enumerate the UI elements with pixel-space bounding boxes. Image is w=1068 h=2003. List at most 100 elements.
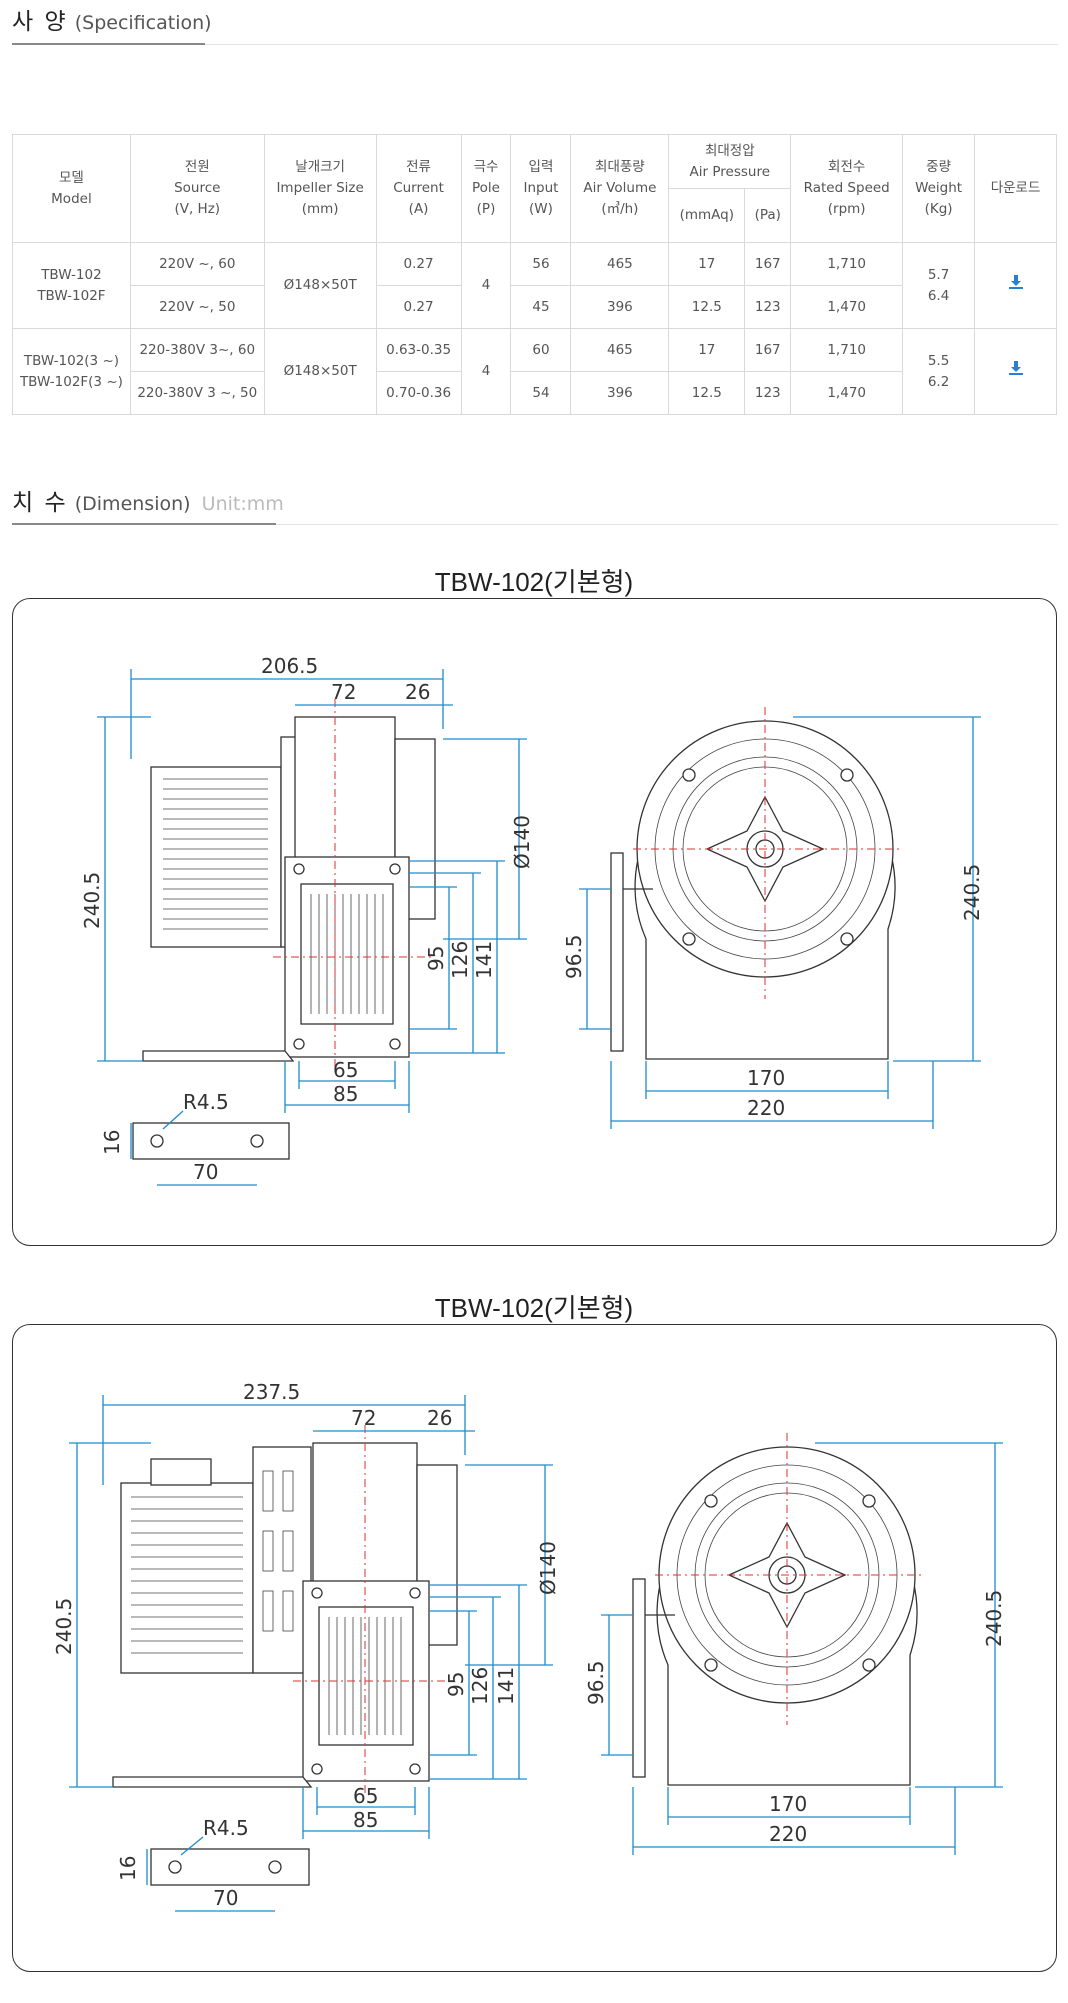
air-volume-cell: 465 bbox=[570, 242, 670, 286]
dim-outlet-offset: 26 bbox=[427, 1406, 452, 1430]
input-cell: 45 bbox=[510, 285, 572, 329]
dim-85: 85 bbox=[333, 1082, 358, 1106]
dim-slot-height: 16 bbox=[116, 1856, 140, 1881]
pa-cell: 167 bbox=[744, 242, 792, 286]
air-volume-cell: 396 bbox=[570, 371, 670, 415]
impeller-cell: Ø148×50T bbox=[263, 328, 377, 415]
dim-outlet-offset: 26 bbox=[405, 680, 430, 704]
mmaq-cell: 17 bbox=[668, 242, 746, 286]
front-view: 237.5 72 26 240.5 Ø140 95 126 141 65 85 … bbox=[52, 1380, 560, 1912]
dim-side-base: 170 bbox=[747, 1066, 785, 1090]
dim-141: 141 bbox=[494, 1667, 518, 1705]
dim-slot-pitch: 70 bbox=[213, 1886, 238, 1910]
dim-slot-height: 16 bbox=[100, 1130, 124, 1155]
current-cell: 0.27 bbox=[375, 242, 462, 286]
dim-height: 240.5 bbox=[80, 872, 104, 929]
drawing-title: TBW-102(기본형) bbox=[434, 567, 634, 597]
rpm-cell: 1,470 bbox=[790, 285, 904, 329]
header-download: 다운로드 bbox=[974, 134, 1057, 243]
dim-95: 95 bbox=[444, 1672, 468, 1697]
input-cell: 60 bbox=[510, 328, 572, 372]
source-cell: 220-380V 3 ~, 50 bbox=[129, 371, 265, 415]
spec-section-divider bbox=[12, 43, 1058, 45]
dim-height: 240.5 bbox=[52, 1598, 76, 1655]
dim-overall-length: 206.5 bbox=[261, 654, 318, 678]
dim-side-offset: 96.5 bbox=[562, 934, 586, 979]
header-pressure-pa: (Pa) bbox=[744, 188, 792, 243]
dimension-section-divider bbox=[12, 523, 1058, 525]
current-cell: 0.70-0.36 bbox=[375, 371, 462, 415]
dim-side-total: 220 bbox=[769, 1822, 807, 1846]
pa-cell: 123 bbox=[744, 285, 792, 329]
drawing-title: TBW-102(기본형) bbox=[434, 1293, 634, 1323]
model-cell: TBW-102(3 ~)TBW-102F(3 ~) bbox=[12, 328, 131, 415]
dim-diameter: Ø140 bbox=[536, 1541, 560, 1595]
input-cell: 54 bbox=[510, 371, 572, 415]
current-cell: 0.27 bbox=[375, 285, 462, 329]
current-cell: 0.63-0.35 bbox=[375, 328, 462, 372]
table-row: 220-380V 3 ~, 50 0.70-0.36 54 396 12.5 1… bbox=[13, 371, 1057, 415]
dim-65: 65 bbox=[353, 1784, 378, 1808]
air-volume-cell: 465 bbox=[570, 328, 670, 372]
dim-housing-width: 72 bbox=[351, 1406, 376, 1430]
spec-title-ko: 사 양 bbox=[12, 9, 68, 35]
dim-65: 65 bbox=[333, 1058, 358, 1082]
spec-title-en: (Specification) bbox=[74, 12, 212, 34]
header-pressure-mmaq: (mmAq) bbox=[668, 188, 746, 243]
rpm-cell: 1,710 bbox=[790, 328, 904, 372]
dim-slot-pitch: 70 bbox=[193, 1160, 218, 1184]
pa-cell: 123 bbox=[744, 371, 792, 415]
dimension-drawing-front-side: 237.5 72 26 240.5 Ø140 95 126 141 65 85 … bbox=[12, 1324, 1057, 1972]
rpm-cell: 1,470 bbox=[790, 371, 904, 415]
source-cell: 220V ~, 60 bbox=[129, 242, 265, 286]
dim-85: 85 bbox=[353, 1808, 378, 1832]
input-cell: 56 bbox=[510, 242, 572, 286]
table-row: TBW-102(3 ~)TBW-102F(3 ~) 220-380V 3~, 6… bbox=[12, 328, 1057, 415]
dim-diameter: Ø140 bbox=[510, 815, 534, 869]
dim-side-height: 240.5 bbox=[982, 1590, 1006, 1647]
download-cell bbox=[974, 242, 1057, 329]
side-view: 240.5 96.5 170 220 bbox=[584, 1433, 1006, 1855]
download-icon[interactable] bbox=[1008, 360, 1024, 376]
source-cell: 220-380V 3~, 60 bbox=[129, 328, 265, 372]
spec-section-heading: 사 양 (Specification) bbox=[12, 2, 212, 36]
dim-slot-radius: R4.5 bbox=[183, 1090, 229, 1114]
source-cell: 220V ~, 50 bbox=[129, 285, 265, 329]
mmaq-cell: 17 bbox=[668, 328, 746, 372]
dimension-section-heading: 치 수 (Dimension) Unit:mm bbox=[12, 483, 284, 517]
download-cell bbox=[974, 328, 1057, 415]
dim-side-offset: 96.5 bbox=[584, 1660, 608, 1705]
mmaq-cell: 12.5 bbox=[668, 285, 746, 329]
dim-overall-length: 237.5 bbox=[243, 1380, 300, 1404]
side-view: 240.5 96.5 170 220 bbox=[562, 707, 984, 1129]
pa-cell: 167 bbox=[744, 328, 792, 372]
dim-141: 141 bbox=[472, 941, 496, 979]
dimension-title-ko: 치 수 bbox=[12, 490, 68, 516]
pole-cell: 4 bbox=[460, 328, 512, 415]
dim-housing-width: 72 bbox=[331, 680, 356, 704]
dim-side-base: 170 bbox=[769, 1792, 807, 1816]
dim-126: 126 bbox=[448, 941, 472, 979]
dim-126: 126 bbox=[468, 1667, 492, 1705]
dim-side-total: 220 bbox=[747, 1096, 785, 1120]
pole-cell: 4 bbox=[460, 242, 512, 329]
dim-slot-radius: R4.5 bbox=[203, 1816, 249, 1840]
mmaq-cell: 12.5 bbox=[668, 371, 746, 415]
impeller-cell: Ø148×50T bbox=[263, 242, 377, 329]
download-icon[interactable] bbox=[1008, 274, 1024, 290]
